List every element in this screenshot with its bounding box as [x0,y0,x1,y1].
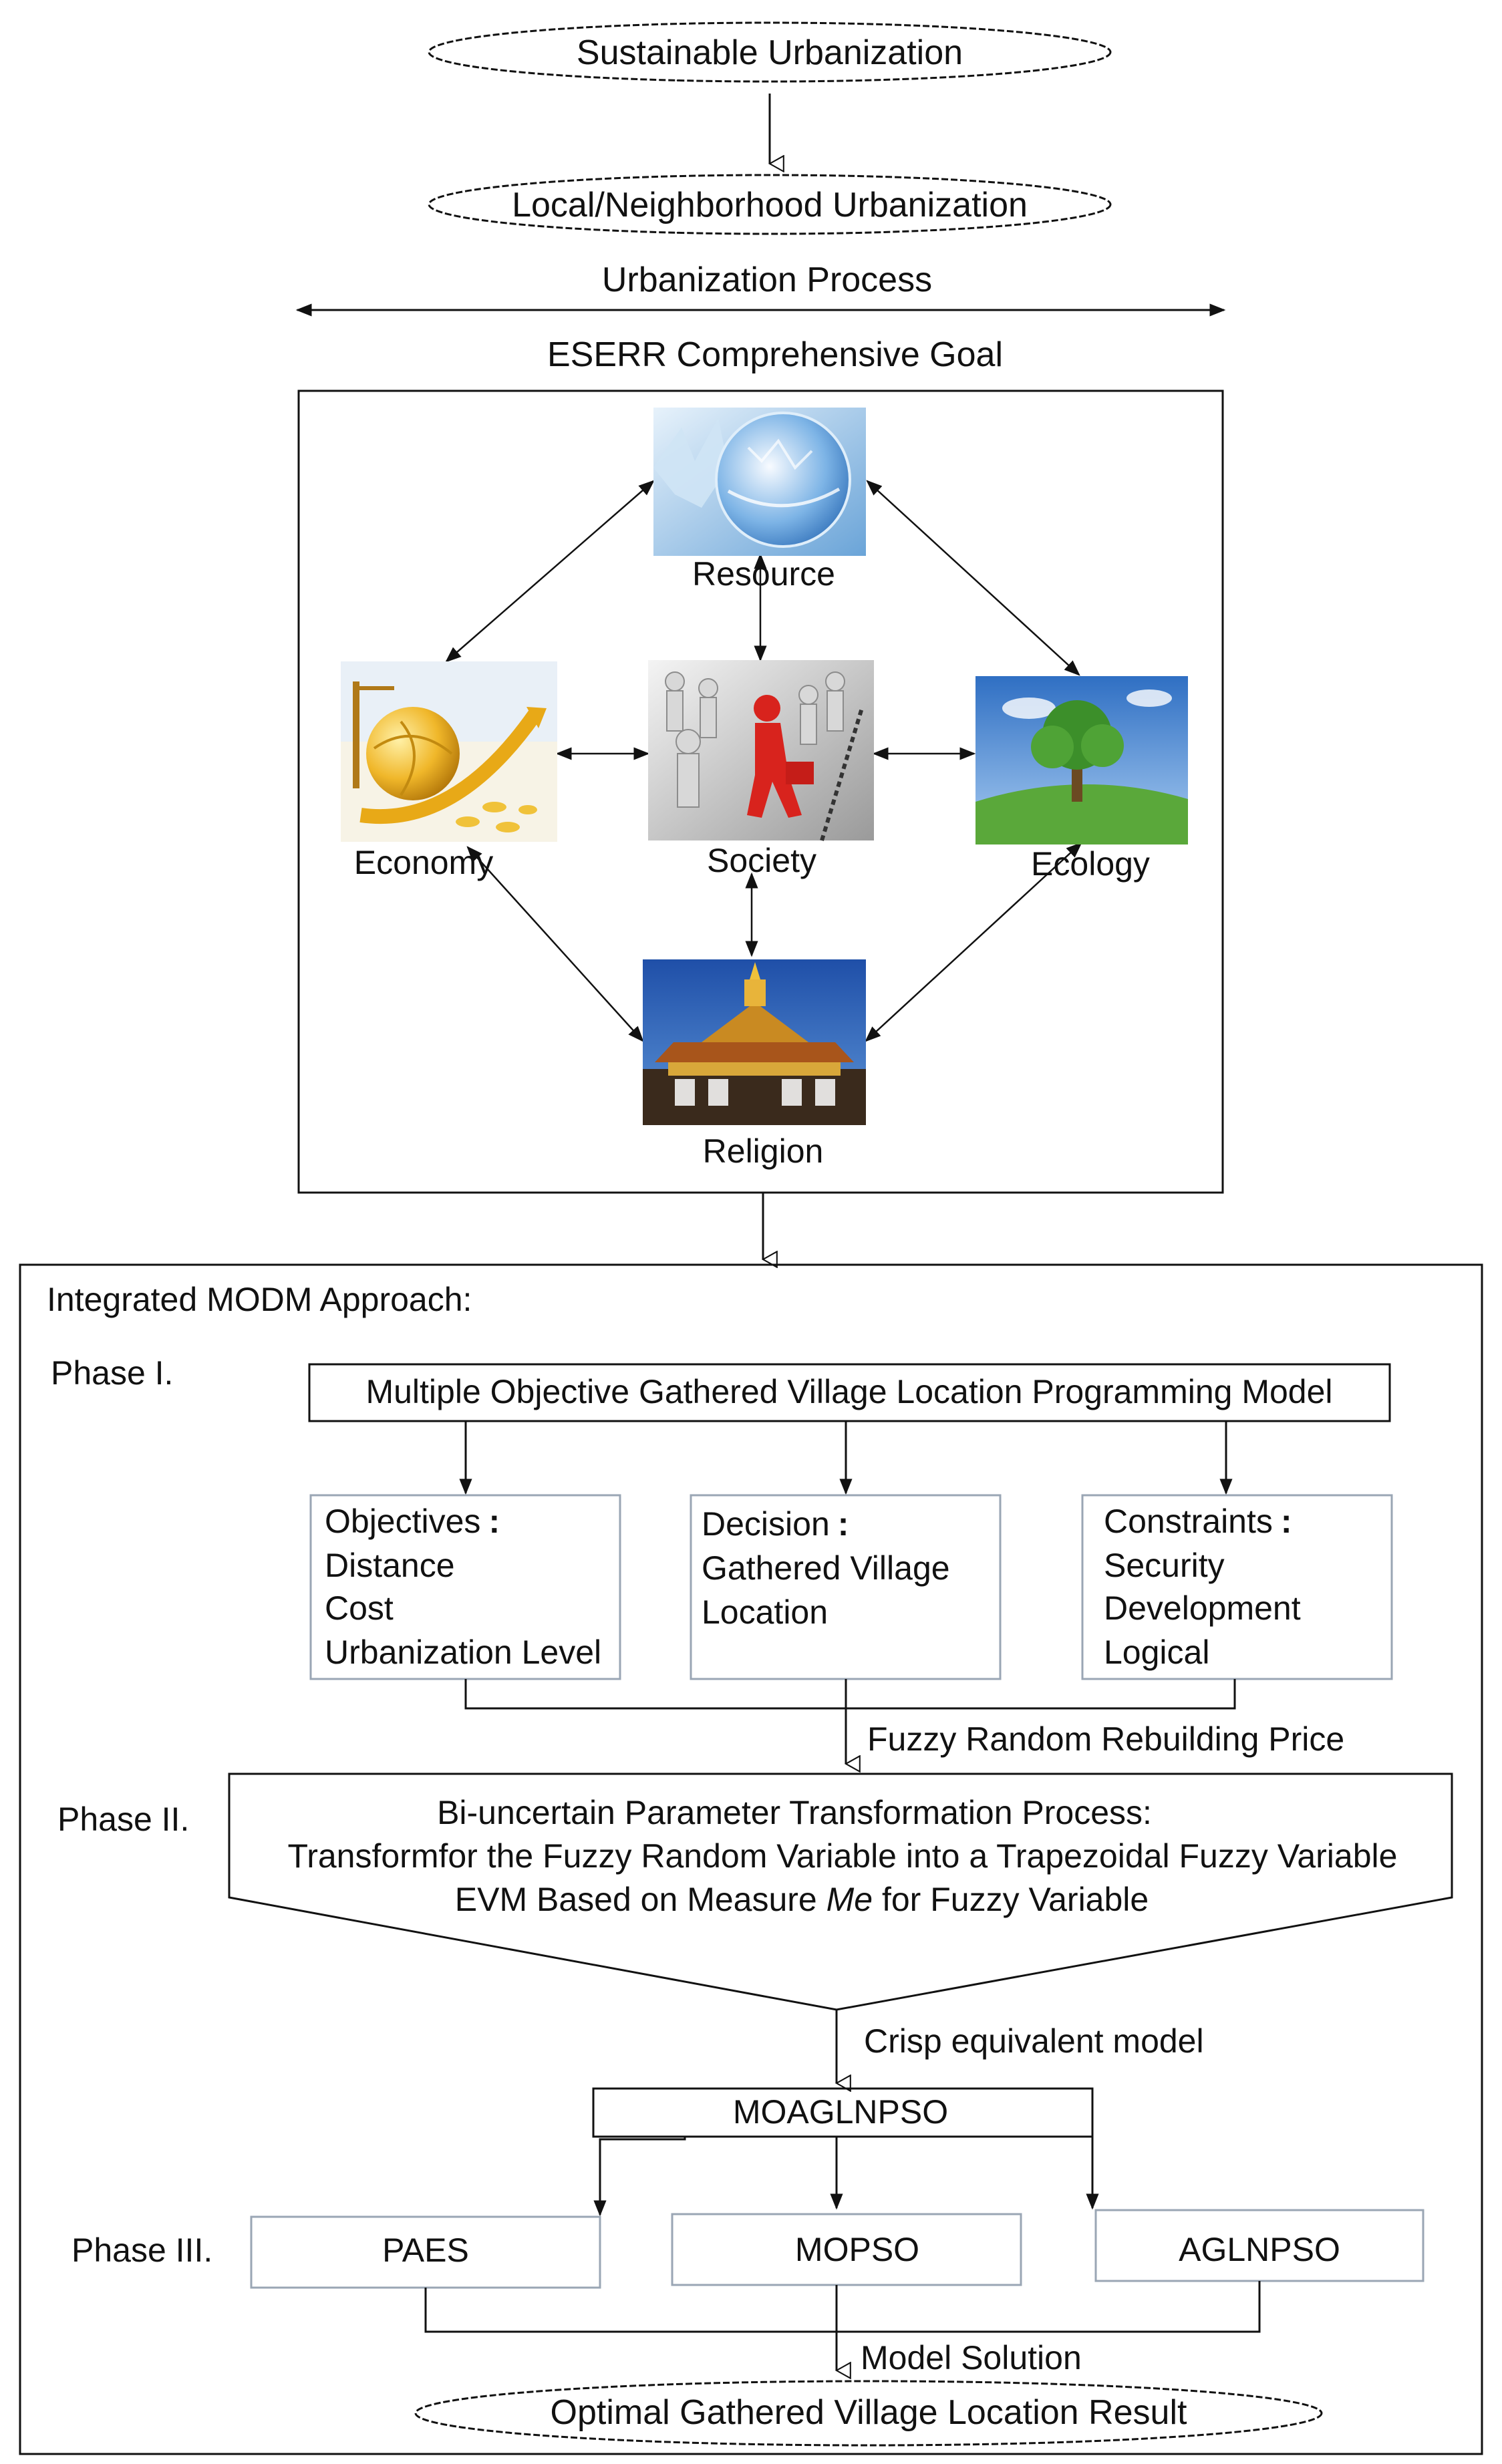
urbanization-process-label: Urbanization Process [602,261,932,299]
objectives-item: Urbanization Level [325,1634,601,1671]
transformation-process-shape [228,1773,1453,2011]
constraints-item: Logical [1104,1634,1209,1671]
constraints-item: Security [1104,1547,1225,1584]
fuzzy-random-price-label: Fuzzy Random Rebuilding Price [867,1720,1344,1758]
programming-model-box [308,1363,1391,1422]
resource-image [653,408,866,556]
eserr-box [297,390,1224,1194]
decision-head: Decision: [702,1505,849,1543]
objectives-item: Distance [325,1547,455,1584]
phase-3-merge-connector [424,2281,1261,2333]
arrow-to-paes [593,2137,686,2217]
constraints-box [1081,1494,1393,1680]
crisp-equivalent-label: Crisp equivalent model [864,2022,1204,2060]
modm-title: Integrated MODM Approach: [47,1281,472,1318]
constraints-head: Constraints: [1104,1503,1292,1540]
decision-item: Location [702,1593,828,1631]
economy-image [341,661,557,842]
constraints-item: Development [1104,1589,1301,1627]
ecology-image [975,676,1188,844]
evm-line: EVM Based on Measure Me for Fuzzy Variab… [455,1881,1149,1918]
optimal-result-node [414,2380,1323,2447]
moaglnpso-box [592,2087,1094,2138]
aglnpso-box [1094,2209,1424,2282]
phase-1-label: Phase I. [51,1354,173,1392]
transformation-line: Bi-uncertain Parameter Transformation Pr… [437,1794,1152,1831]
programming-model-label: Multiple Objective Gathered Village Loca… [365,1373,1332,1410]
religion-image [643,959,866,1125]
optimal-result-label: Optimal Gathered Village Location Result [551,2393,1187,2432]
ecology-label: Ecology [1031,845,1150,883]
aglnpso-label: AGLNPSO [1179,2231,1340,2268]
society-image [648,660,874,841]
modm-box [19,1263,1483,2455]
sustainable-urbanization-label: Sustainable Urbanization [577,33,963,72]
decision-item: Gathered Village [702,1549,950,1587]
local-urbanization-label: Local/Neighborhood Urbanization [512,186,1028,224]
economy-label: Economy [354,844,493,881]
moaglnpso-label: MOAGLNPSO [733,2093,948,2131]
mopso-label: MOPSO [795,2231,919,2268]
objectives-item: Cost [325,1589,394,1627]
phase-2-label: Phase II. [57,1801,189,1838]
phase-1-merge-connector [464,1679,1236,1710]
model-solution-label: Model Solution [861,2339,1082,2376]
decision-box [690,1494,1002,1680]
paes-box [250,2215,601,2289]
eserr-links [445,480,1082,1042]
local-urbanization-node [428,174,1112,235]
phase-3-label: Phase III. [71,2231,212,2269]
transformation-line: Transformfor the Fuzzy Random Variable i… [288,1837,1398,1875]
resource-label: Resource [692,555,835,593]
eserr-goal-label: ESERR Comprehensive Goal [547,335,1003,374]
religion-label: Religion [703,1132,824,1170]
objectives-head: Objectives: [325,1503,500,1540]
sustainable-urbanization-node [428,21,1112,83]
society-label: Society [707,842,816,879]
mopso-box [671,2213,1022,2286]
paes-label: PAES [382,2231,469,2269]
